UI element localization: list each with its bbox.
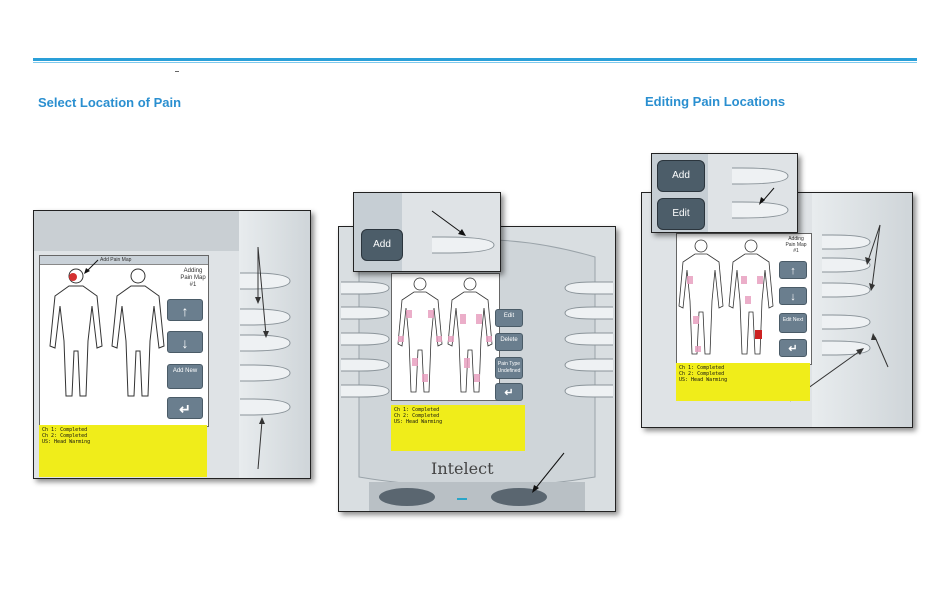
body-diagram xyxy=(49,268,165,397)
status-line-1: Adding xyxy=(183,268,203,274)
edit-button-inset-right[interactable]: Edit xyxy=(657,198,705,230)
status-line-1: Adding xyxy=(788,236,804,242)
inset-key xyxy=(431,210,495,254)
screen-title: Add Pain Map xyxy=(100,257,132,263)
inset-right: Add Edit xyxy=(651,153,798,233)
header-dash xyxy=(175,71,179,72)
status-panel-middle: Ch 1: Completed Ch 2: Completed US: Head… xyxy=(391,405,525,451)
brand-logo: Intelect xyxy=(431,459,494,478)
heading-select-location: Select Location of Pain xyxy=(38,95,182,110)
enter-button[interactable]: ↵ xyxy=(167,397,203,419)
edit-button[interactable]: Edit xyxy=(495,309,523,327)
delete-button[interactable]: Delete xyxy=(495,333,523,351)
screenshot-left: Add Pain Map Adding Pain Map #1 ↑ ↓ Add … xyxy=(33,210,311,479)
device-side-right xyxy=(812,193,912,427)
pain-type-button[interactable]: Pain Type Undefined xyxy=(495,357,523,379)
add-button-inset-right[interactable]: Add xyxy=(657,160,705,192)
selected-pain-marker[interactable] xyxy=(755,330,762,339)
status-row-us: US: Head Warming xyxy=(42,439,91,445)
heading-editing-locations: Editing Pain Locations xyxy=(645,94,786,109)
status-row-us: US: Head Warming xyxy=(394,419,443,425)
adding-status-right: Adding Pain Map #1 xyxy=(781,236,811,254)
side-keys-left xyxy=(240,246,291,470)
add-button-inset[interactable]: Add xyxy=(361,229,403,261)
screen-middle xyxy=(391,273,500,401)
add-new-button[interactable]: Add New xyxy=(167,364,203,389)
up-button-right[interactable]: ↑ xyxy=(779,261,807,279)
screenshot-middle: Edit Delete Pain Type Undefined ↵ Ch 1: … xyxy=(338,226,616,512)
body-diagram-right xyxy=(678,239,774,355)
device-top xyxy=(34,211,239,251)
status-row-us: US: Head Warming xyxy=(679,377,728,383)
status-row-ch2: Ch 2: Completed xyxy=(394,413,440,419)
inset-keys-right xyxy=(732,167,789,219)
edit-next-button[interactable]: Edit Next xyxy=(779,313,807,333)
screen-title-bar xyxy=(40,256,208,265)
pain-marker[interactable] xyxy=(69,273,77,281)
status-row-ch2: Ch 2: Completed xyxy=(679,371,725,377)
up-button[interactable]: ↑ xyxy=(167,299,203,321)
adding-status: Adding Pain Map #1 xyxy=(178,268,208,289)
inset-middle: Add xyxy=(353,192,501,272)
status-line-3: #1 xyxy=(189,282,197,288)
down-button[interactable]: ↓ xyxy=(167,331,203,353)
status-row-ch1: Ch 1: Completed xyxy=(42,427,88,433)
status-row-ch2: Ch 2: Completed xyxy=(42,433,88,439)
header-rule xyxy=(33,58,917,61)
status-line-2: Pain Map xyxy=(785,242,807,248)
head-arrow xyxy=(84,259,99,274)
status-row-ch1: Ch 1: Completed xyxy=(394,407,440,413)
enter-button-middle[interactable]: ↵ xyxy=(495,383,523,401)
status-panel-left: Ch 1: Completed Ch 2: Completed US: Head… xyxy=(39,425,207,477)
enter-button-right[interactable]: ↵ xyxy=(779,339,807,357)
status-line-2: Pain Map xyxy=(180,275,206,281)
status-row-ch1: Ch 1: Completed xyxy=(679,365,725,371)
status-line-3: #1 xyxy=(793,248,799,254)
side-keys-right xyxy=(789,224,889,402)
body-diagram-middle xyxy=(397,277,493,393)
status-panel-right: Ch 1: Completed Ch 2: Completed US: Head… xyxy=(676,363,810,401)
down-button-right[interactable]: ↓ xyxy=(779,287,807,305)
header-rule-shadow xyxy=(33,62,917,63)
